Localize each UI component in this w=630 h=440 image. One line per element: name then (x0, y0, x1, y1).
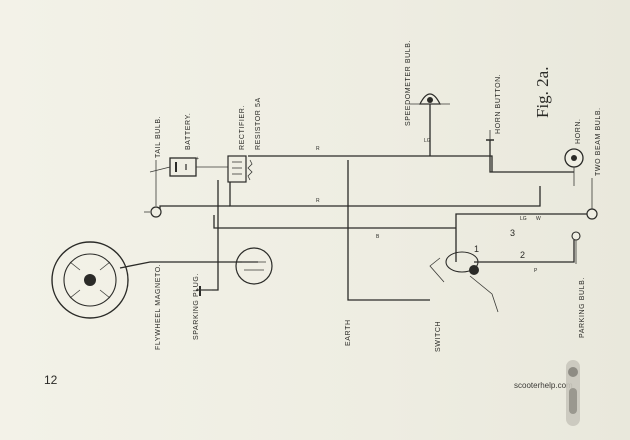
wire-code-4: LG (520, 216, 527, 222)
switch-position-1: 1 (474, 244, 479, 254)
wire-parking (474, 240, 575, 263)
sparking-plug (196, 286, 212, 296)
flywheel-magneto (51, 241, 129, 319)
horn-label: HORN. (575, 118, 582, 144)
flywheel-magneto-label: FLYWHEEL MAGNETO. (155, 264, 162, 350)
page-number: 12 (44, 373, 58, 387)
wire-top-long (347, 160, 430, 301)
speedometer-bulb-label: SPEEDOMETER BULB. (405, 40, 412, 126)
wire-code-2: R (316, 198, 320, 204)
figure-title: Fig. 2a. (533, 67, 552, 118)
battery-label: BATTERY. (185, 113, 192, 150)
ignition-coil (235, 247, 273, 285)
scooter-logo-icon (566, 360, 580, 426)
wire-code-7: P (534, 268, 538, 274)
svg-text:+: + (196, 156, 199, 162)
wire-code-6: LG (424, 138, 431, 144)
two-beam-bulb (586, 178, 598, 220)
sparking-plug-label: SPARKING PLUG. (193, 273, 200, 340)
rectifier (227, 155, 247, 183)
rectifier-label: RECTIFIER. (239, 105, 246, 150)
switch-position-3: 3 (510, 228, 515, 238)
wire-headlamp (455, 213, 592, 228)
tail-bulb-label: TAIL BULB. (155, 116, 162, 158)
two-beam-bulb-label: TWO BEAM BULB. (595, 107, 602, 176)
tail-bulb (144, 160, 162, 218)
wire-main-second (229, 180, 541, 207)
speedometer-bulb (410, 93, 450, 105)
resistor (247, 159, 253, 181)
battery: + (149, 156, 230, 177)
horn-button-label: HORN BUTTON. (495, 74, 502, 134)
resistor-label: RESISTOR 5A (255, 97, 262, 150)
watermark-text: scooterhelp.com (514, 381, 573, 390)
horn-button (486, 130, 494, 141)
wire-horn-button (489, 140, 548, 173)
wire-magneto-lead (119, 261, 218, 269)
wire-main-top (248, 155, 493, 172)
parking-bulb-label: PARKING BULB. (579, 277, 586, 338)
wire-code-1: R (316, 146, 320, 152)
switch-label: SWITCH (435, 321, 442, 352)
switch (429, 251, 499, 313)
wire-tail-feed (159, 205, 230, 210)
switch-position-2: 2 (520, 250, 525, 260)
wire-lower-harness (213, 215, 456, 229)
wire-code-5: W (536, 216, 541, 222)
horn (564, 148, 584, 186)
parking-bulb (571, 231, 581, 264)
wire-code-3: B (376, 234, 380, 240)
earth-label: EARTH (345, 319, 352, 346)
